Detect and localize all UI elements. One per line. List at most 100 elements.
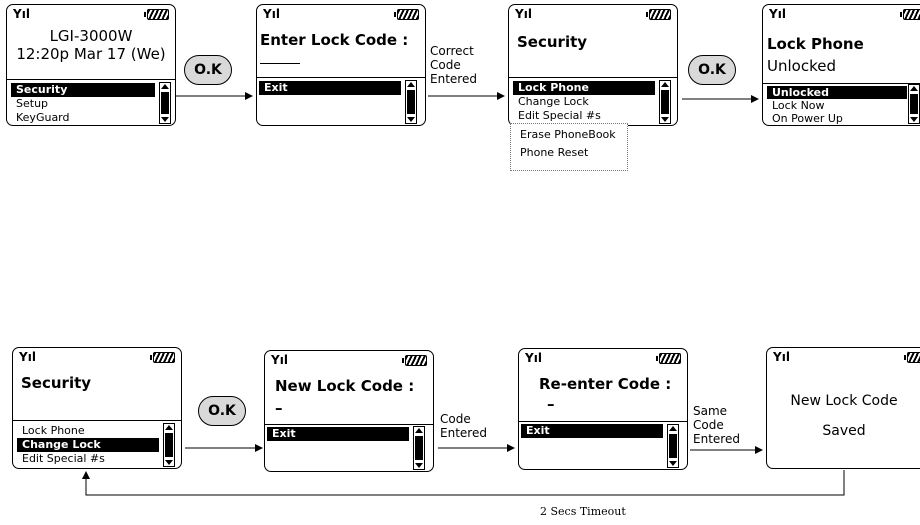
battery-icon [402,355,427,366]
arrow-timeout-return [82,470,845,496]
signal-icon: Yıl [271,353,288,367]
screen-title: Enter Lock Code : [260,31,409,49]
scroll-up-icon [661,82,669,87]
label-same-code-entered: Same Code Entered [693,404,740,446]
divider [519,421,687,422]
scroll-down-icon [407,117,415,122]
scrollbar[interactable] [659,80,671,124]
phone-screen-security-change-lock: Yıl Security Lock Phone Change Lock Edit… [12,347,182,469]
scroll-thumb[interactable] [415,436,423,460]
scroll-thumb[interactable] [407,90,415,114]
signal-icon: Yıl [19,350,36,364]
code-entry[interactable]: – [275,399,283,417]
signal-icon: Yıl [515,7,532,21]
scroll-down-icon [910,117,918,122]
scroll-thumb[interactable] [910,94,918,114]
scrollbar[interactable] [159,82,171,124]
signal-icon: Yıl [263,7,280,21]
scrollbar[interactable] [908,84,920,124]
code-entry-line[interactable] [260,63,300,64]
exit-menu: Exit [267,427,409,441]
label-correct-code-entered: Correct Code Entered [430,44,477,86]
ok-button[interactable]: O.K [184,55,232,85]
divider [13,420,181,421]
scrollbar[interactable] [413,426,425,470]
phone-screen-reenter-code: Yıl Re-enter Code : – Exit [518,348,688,470]
phone-screen-idle: Yıl LGI-3000W 12:20p Mar 17 (We) Securit… [6,4,176,126]
screen-title: New Lock Code : [275,377,415,395]
scroll-up-icon [415,428,423,433]
scroll-down-icon [161,117,169,122]
menu-item-edit-special[interactable]: Edit Special #s [22,452,105,465]
scroll-thumb[interactable] [165,433,173,457]
scroll-thumb[interactable] [669,434,677,458]
battery-icon [646,9,671,20]
battery-icon [150,352,175,363]
menu-item-edit-special[interactable]: Edit Special #s [518,109,601,122]
phone-screen-enter-lock-code: Yıl Enter Lock Code : Exit [256,4,426,126]
phone-model: LGI-3000W [49,27,133,45]
scroll-down-icon [661,117,669,122]
scroll-up-icon [669,426,677,431]
security-menu: Lock Phone Change Lock Edit Special #s [513,81,655,123]
saved-message-line1: New Lock Code [790,393,898,409]
menu-item-change-lock[interactable]: Change Lock [17,438,159,452]
menu-item-phone-reset[interactable]: Phone Reset [520,146,589,159]
signal-icon: Yıl [13,7,30,21]
scroll-down-icon [669,461,677,466]
screen-title: Security [517,33,588,51]
phone-screen-new-lock-code: Yıl New Lock Code : – Exit [264,350,434,472]
security-menu: Lock Phone Change Lock Edit Special #s [17,424,159,466]
menu-item-keyguard[interactable]: KeyGuard [16,111,70,124]
divider [257,77,425,78]
battery-icon [904,352,920,363]
menu-item-lock-phone[interactable]: Lock Phone [513,81,655,95]
menu-item-lock-phone[interactable]: Lock Phone [22,424,85,437]
menu-item-lock-now[interactable]: Lock Now [772,99,825,112]
scrollbar[interactable] [405,80,417,124]
menu-item-exit[interactable]: Exit [267,427,409,441]
screen-title: Re-enter Code : [539,375,672,393]
scrollbar[interactable] [667,424,679,468]
menu-item-erase-phonebook[interactable]: Erase PhoneBook [520,128,616,141]
divider [265,424,433,425]
scroll-down-icon [165,460,173,465]
menu-item-exit[interactable]: Exit [259,81,401,95]
signal-icon: Yıl [769,7,786,21]
menu-item-setup[interactable]: Setup [16,97,49,110]
divider [7,79,175,80]
scroll-up-icon [165,425,173,430]
phone-screen-code-saved: Yıl New Lock Code Saved [766,347,920,469]
battery-icon [394,9,419,20]
timeout-label: 2 Secs Timeout [540,505,626,518]
ok-button[interactable]: O.K [688,55,736,85]
scroll-thumb[interactable] [161,92,169,114]
menu-item-exit[interactable]: Exit [521,424,663,438]
divider [509,77,677,78]
main-menu: Security Setup KeyGuard [11,83,155,125]
exit-menu: Exit [259,81,401,95]
screen-title: Lock Phone [767,35,864,53]
lock-menu: Unlocked Lock Now On Power Up [767,86,907,125]
menu-item-change-lock[interactable]: Change Lock [518,95,589,108]
scrollbar[interactable] [163,423,175,467]
scroll-up-icon [161,84,169,89]
exit-menu: Exit [521,424,663,438]
menu-item-on-power-up[interactable]: On Power Up [772,112,843,125]
menu-item-security[interactable]: Security [11,83,155,97]
divider [763,83,920,84]
label-code-entered: Code Entered [440,412,487,440]
scroll-up-icon [407,82,415,87]
phone-screen-lock-phone: Yıl Lock Phone Unlocked Unlocked Lock No… [762,4,920,126]
screen-title: Security [21,374,92,392]
scroll-up-icon [910,86,918,91]
ok-button[interactable]: O.K [198,396,246,426]
date-time: 12:20p Mar 17 (We) [16,45,166,63]
signal-icon: Yıl [773,350,790,364]
scroll-thumb[interactable] [661,90,669,114]
menu-item-unlocked[interactable]: Unlocked [767,86,907,99]
signal-icon: Yıl [525,351,542,365]
code-entry[interactable]: – [547,395,555,413]
